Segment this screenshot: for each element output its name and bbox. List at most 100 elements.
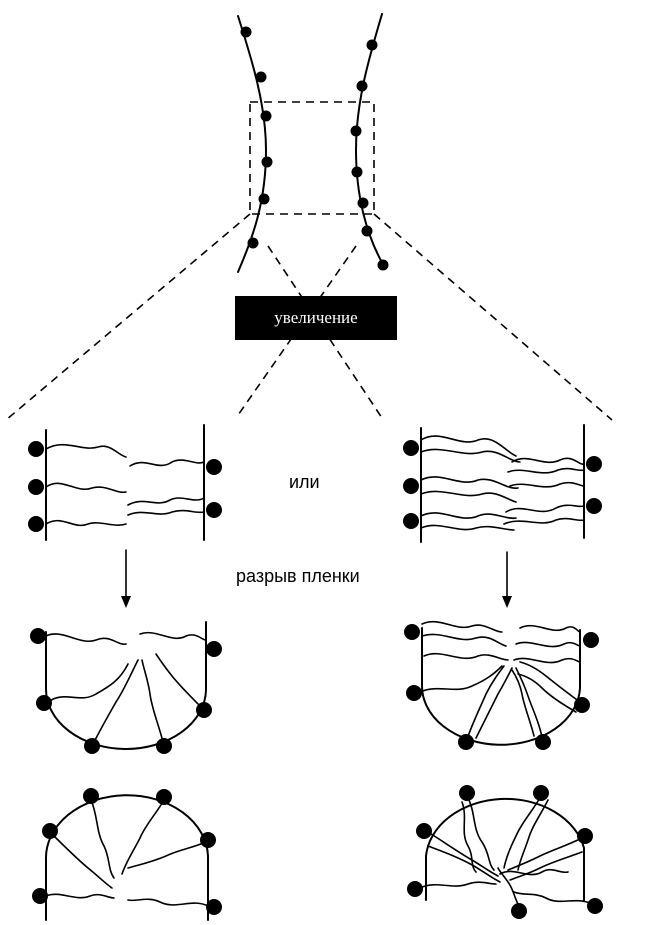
surfactant-tail <box>509 481 585 488</box>
surfactant-tail <box>497 867 521 909</box>
surfactant-dot <box>260 110 272 122</box>
film-rupture-label: разрыв пленки <box>236 566 360 586</box>
surfactant-tail <box>511 669 535 737</box>
surfactant-tail <box>517 673 577 713</box>
zoom-region-box <box>249 101 375 215</box>
surfactant-dot <box>357 197 369 209</box>
surfactant-head <box>28 516 44 532</box>
surfactant-dot <box>377 259 389 271</box>
surfactant-head <box>28 479 44 495</box>
surfactant-tail <box>466 795 495 871</box>
surfactant-dot <box>351 166 363 178</box>
surfactant-head <box>459 785 475 801</box>
down-arrow-right-head <box>502 596 512 608</box>
surfactant-tail <box>503 795 542 869</box>
surfactant-tail <box>427 831 499 877</box>
surfactant-tail <box>45 519 127 527</box>
projection-line <box>373 213 613 421</box>
surfactant-tail <box>139 631 207 641</box>
surfactant-tail <box>519 661 581 703</box>
surfactant-head <box>156 789 172 805</box>
left-film-interface <box>237 15 267 273</box>
left-rupture-stage-1 <box>30 621 222 754</box>
surfactant-tail <box>427 845 501 883</box>
surfactant-tail <box>90 799 115 879</box>
down-arrow-left-head <box>121 596 131 608</box>
right-rupture-stage-2 <box>407 785 603 919</box>
surfactant-tail <box>513 891 593 905</box>
film-contour <box>425 797 585 901</box>
surfactant-dot <box>350 125 362 137</box>
surfactant-tail <box>45 633 127 645</box>
surfactant-tail <box>51 833 113 889</box>
surfactant-tail <box>509 851 583 881</box>
surfactant-head <box>403 513 419 529</box>
surfactant-dot <box>240 26 252 38</box>
surfactant-tail <box>513 657 581 664</box>
surfactant-head <box>206 899 222 915</box>
surfactant-head <box>406 685 422 701</box>
surfactant-tail <box>505 504 585 513</box>
film-contour <box>44 794 209 921</box>
surfactant-dots-top <box>240 26 389 271</box>
surfactant-dot <box>366 39 378 51</box>
surfactant-head <box>206 641 222 657</box>
surfactant-head <box>511 903 527 919</box>
surfactant-tail <box>127 509 205 516</box>
surfactant-tail <box>511 457 585 465</box>
surfactant-tail <box>155 653 203 709</box>
surfactant-tail <box>420 476 519 489</box>
surfactant-tail <box>421 620 503 633</box>
surfactant-tail <box>475 667 513 739</box>
surfactant-dot <box>247 237 259 249</box>
surfactant-head <box>586 456 602 472</box>
surfactant-tail <box>421 633 507 647</box>
surfactant-head <box>403 440 419 456</box>
surfactant-head <box>416 823 432 839</box>
projection-line <box>5 213 251 421</box>
surfactant-head <box>403 478 419 494</box>
surfactant-tail <box>141 659 165 747</box>
surfactant-tail <box>515 641 581 648</box>
surfactant-tail <box>423 652 509 661</box>
surfactant-head <box>28 441 44 457</box>
magnification-label-box: увеличение <box>235 296 397 340</box>
surfactant-dot <box>356 80 368 92</box>
surfactant-dot <box>261 156 273 168</box>
surfactant-head <box>206 459 222 475</box>
surfactant-tail <box>91 659 139 747</box>
surfactant-dot <box>258 193 270 205</box>
left-rupture-stage-2 <box>32 788 222 921</box>
surfactant-head <box>583 632 599 648</box>
surfactant-tail <box>519 624 581 633</box>
surfactant-tail <box>420 448 521 463</box>
surfactant-tail <box>517 799 549 871</box>
arrows <box>121 549 512 608</box>
film-overview <box>237 13 389 273</box>
surfactant-head <box>586 498 602 514</box>
surfactant-tail <box>121 799 165 875</box>
surfactant-tail <box>127 898 209 907</box>
surfactant-head <box>200 832 216 848</box>
surfactant-head <box>32 888 48 904</box>
surfactant-tail <box>419 665 503 693</box>
surfactant-tail <box>420 490 517 503</box>
surfactant-tail <box>45 482 127 494</box>
surfactant-head <box>577 828 593 844</box>
right-rupture-stage-1 <box>404 620 599 750</box>
surfactant-tail <box>507 837 583 871</box>
surfactant-tail <box>127 841 207 869</box>
surfactant-tail <box>47 663 129 703</box>
surfactant-tail <box>507 467 585 474</box>
surfactant-tail <box>45 443 127 458</box>
surfactant-tail <box>420 512 517 520</box>
surfactant-tail <box>465 665 505 743</box>
magnification-label: увеличение <box>274 308 358 327</box>
surfactant-head <box>83 788 99 804</box>
left-magnified-film <box>28 424 222 541</box>
surfactant-head <box>206 502 222 518</box>
surfactant-tail <box>420 524 515 531</box>
right-magnified-film <box>403 424 602 543</box>
surfactant-head <box>404 624 420 640</box>
